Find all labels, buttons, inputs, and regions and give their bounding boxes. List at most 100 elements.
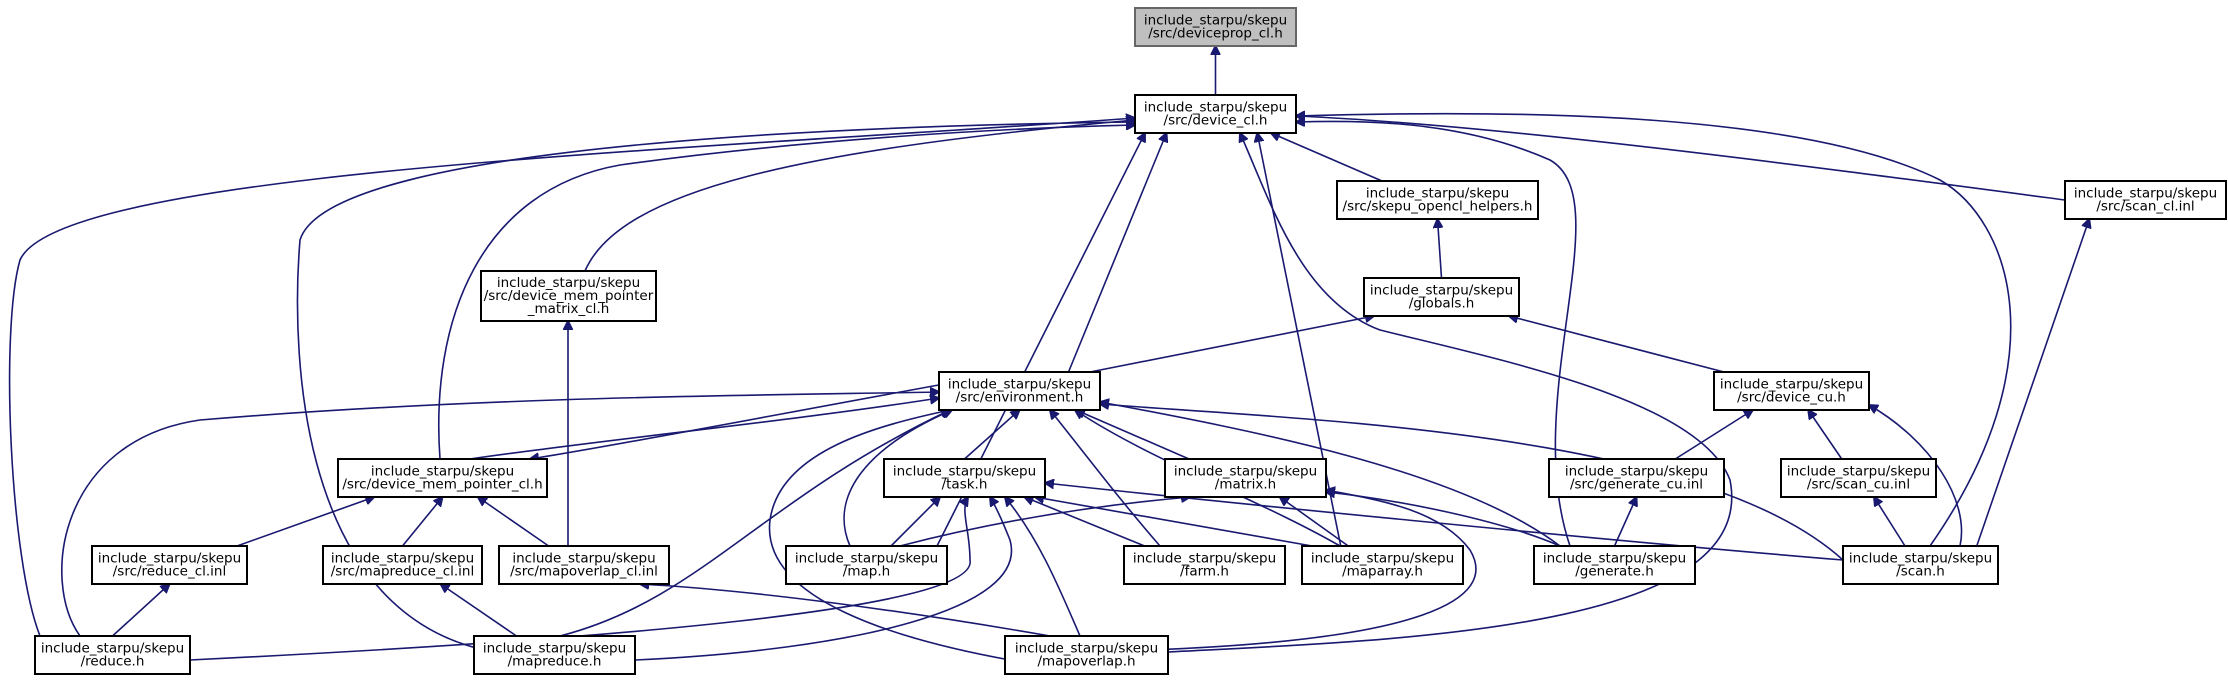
edge-skepu-opencl-helpers-to-device-cl xyxy=(1271,133,1383,182)
node-label-line: include_starpu/skepu xyxy=(1849,551,1992,567)
node-label-line: /matrix.h xyxy=(1215,477,1276,493)
node-label-line: /src/reduce_cl.inl xyxy=(113,564,227,580)
node-label-line: include_starpu/skepu xyxy=(41,641,184,657)
node-box xyxy=(480,270,657,322)
node-label-line: /src/scan_cu.inl xyxy=(1807,477,1910,493)
edge-mapoverlap-cl-to-device-mem-pointer-cl xyxy=(478,497,550,547)
node-label-line: /mapreduce.h xyxy=(508,654,602,670)
edge-reduce-to-task xyxy=(189,497,971,661)
edge-scan-cl-to-device-cl xyxy=(1296,116,2066,201)
edge-mapreduce-to-environment xyxy=(559,410,950,637)
edge-scan-to-scan-cl xyxy=(1975,219,2090,547)
node-box xyxy=(1134,94,1297,134)
node-generate[interactable]: include_starpu/skepu/generate.h xyxy=(1533,545,1696,585)
node-box xyxy=(337,458,548,498)
node-globals[interactable]: include_starpu/skepu/globals.h xyxy=(1363,277,1520,317)
node-environment[interactable]: include_starpu/skepu/src/environment.h xyxy=(938,371,1101,411)
node-label-line: /src/mapreduce_cl.inl xyxy=(331,564,474,580)
edge-generate-to-environment xyxy=(1100,402,1561,547)
node-matrix[interactable]: include_starpu/skepu/matrix.h xyxy=(1164,458,1327,498)
edge-generate-to-generate-cu xyxy=(1613,497,1637,547)
node-deviceprop-cl[interactable]: include_starpu/skepu/src/deviceprop_cl.h xyxy=(1134,7,1297,47)
node-box xyxy=(1134,7,1297,47)
node-mapoverlap[interactable]: include_starpu/skepu/mapoverlap.h xyxy=(1004,635,1169,675)
node-reduce-cl[interactable]: include_starpu/skepu/src/reduce_cl.inl xyxy=(91,545,248,585)
node-maparray[interactable]: include_starpu/skepu/maparray.h xyxy=(1301,545,1464,585)
edge-maparray-to-matrix xyxy=(1280,497,1349,547)
node-label-line: include_starpu/skepu xyxy=(1720,377,1863,393)
node-device-cu[interactable]: include_starpu/skepu/src/device_cu.h xyxy=(1713,371,1870,411)
node-box xyxy=(1780,458,1937,498)
edge-mapoverlap-to-environment xyxy=(768,410,1011,661)
node-device-mem-pointer-cl[interactable]: include_starpu/skepu/src/device_mem_poin… xyxy=(337,458,548,498)
node-map[interactable]: include_starpu/skepu/map.h xyxy=(785,545,948,585)
node-box xyxy=(1004,635,1169,675)
edge-mapreduce-to-mapreduce-cl xyxy=(441,584,517,637)
node-mapoverlap-cl[interactable]: include_starpu/skepu/src/mapoverlap_cl.i… xyxy=(498,545,670,585)
node-label-line: include_starpu/skepu xyxy=(1174,464,1317,480)
edge-device-mem-pointer-cl-to-device-cl xyxy=(438,125,1135,460)
node-label-line: /src/environment.h xyxy=(956,390,1084,406)
node-box xyxy=(34,635,191,675)
node-box xyxy=(1164,458,1327,498)
node-box xyxy=(1363,277,1520,317)
edge-reduce-to-device-cl xyxy=(8,118,1135,637)
node-label-line: include_starpu/skepu xyxy=(331,551,474,567)
node-scan[interactable]: include_starpu/skepu/scan.h xyxy=(1842,545,1999,585)
edge-reduce-cl-to-device-mem-pointer-cl xyxy=(236,497,374,547)
edge-generate-cu-to-device-cu xyxy=(1674,410,1753,460)
node-box xyxy=(91,545,248,585)
node-box xyxy=(1713,371,1870,411)
edge-scan-to-task xyxy=(1045,483,1844,561)
edge-device-mem-pointer-matrix-cl-to-device-cl xyxy=(584,120,1135,272)
node-label-line: include_starpu/skepu xyxy=(1370,283,1513,299)
node-label-line: include_starpu/skepu xyxy=(371,464,514,480)
node-box xyxy=(1336,180,1539,220)
node-scan-cu[interactable]: include_starpu/skepu/src/scan_cu.inl xyxy=(1780,458,1937,498)
node-label-line: /src/device_mem_pointer xyxy=(484,288,654,304)
node-mapreduce[interactable]: include_starpu/skepu/mapreduce.h xyxy=(473,635,636,675)
node-task[interactable]: include_starpu/skepu/task.h xyxy=(883,458,1046,498)
node-label-line: /globals.h xyxy=(1409,296,1475,312)
edge-reduce-to-reduce-cl xyxy=(111,584,170,637)
edge-mapreduce-cl-to-device-mem-pointer-cl xyxy=(401,497,443,547)
edge-environment-to-device-cl xyxy=(1067,133,1167,373)
node-generate-cu[interactable]: include_starpu/skepu/src/generate_cu.inl xyxy=(1548,458,1725,498)
node-label-line: include_starpu/skepu xyxy=(795,551,938,567)
edge-map-to-task xyxy=(890,497,940,547)
node-skepu-opencl-helpers[interactable]: include_starpu/skepu/src/skepu_opencl_he… xyxy=(1336,180,1539,220)
edge-matrix-to-environment xyxy=(1076,410,1190,460)
node-box xyxy=(883,458,1046,498)
node-reduce[interactable]: include_starpu/skepu/reduce.h xyxy=(34,635,191,675)
edge-scan-cu-to-device-cu xyxy=(1808,410,1843,460)
node-box xyxy=(1548,458,1725,498)
edge-scan-to-device-cl xyxy=(1296,114,2012,547)
edge-task-to-environment xyxy=(963,410,1020,460)
node-box xyxy=(1301,545,1464,585)
edge-mapoverlap-to-device-cl xyxy=(1167,133,1733,653)
node-label-line: /scan.h xyxy=(1896,564,1945,580)
node-label-line: include_starpu/skepu xyxy=(1015,641,1158,657)
node-label-line: include_starpu/skepu xyxy=(1543,551,1686,567)
node-device-cl[interactable]: include_starpu/skepu/src/device_cl.h xyxy=(1134,94,1297,134)
edge-device-cu-to-globals xyxy=(1509,316,1725,373)
node-box xyxy=(2064,180,2227,220)
edge-farm-to-task xyxy=(1025,497,1145,547)
nodes-layer: include_starpu/skepu/src/deviceprop_cl.h… xyxy=(34,7,2227,675)
node-farm[interactable]: include_starpu/skepu/farm.h xyxy=(1123,545,1286,585)
edge-generate-to-device-cl xyxy=(1296,121,1577,547)
node-label-line: include_starpu/skepu xyxy=(483,641,626,657)
node-label-line: /src/mapoverlap_cl.inl xyxy=(510,564,658,580)
edge-scan-to-environment xyxy=(1100,404,1844,561)
edges-layer xyxy=(8,46,2090,661)
node-label-line: /src/generate_cu.inl xyxy=(1570,477,1703,493)
node-label-line: include_starpu/skepu xyxy=(1311,551,1454,567)
node-scan-cl[interactable]: include_starpu/skepu/src/scan_cl.inl xyxy=(2064,180,2227,220)
node-device-mem-pointer-matrix-cl[interactable]: include_starpu/skepu/src/device_mem_poin… xyxy=(480,270,657,322)
node-box xyxy=(1123,545,1286,585)
node-label-line: include_starpu/skepu xyxy=(1565,464,1708,480)
node-mapreduce-cl[interactable]: include_starpu/skepu/src/mapreduce_cl.in… xyxy=(322,545,483,585)
edge-mapoverlap-to-matrix xyxy=(1149,490,1477,651)
node-box xyxy=(473,635,636,675)
